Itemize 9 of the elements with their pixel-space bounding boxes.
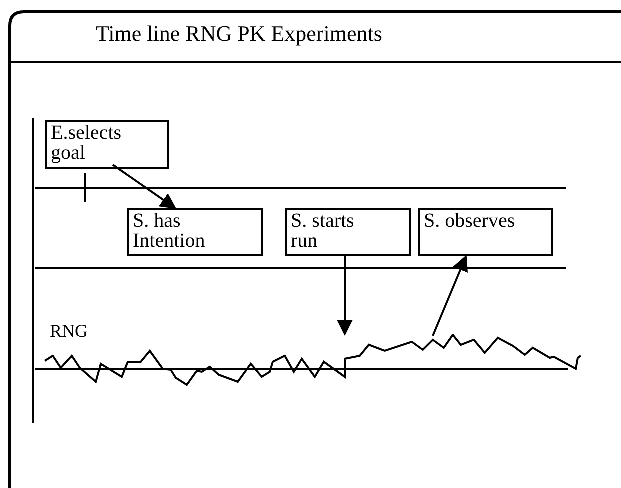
event-box: E.selects goal: [45, 120, 169, 169]
event-box: S. observes: [418, 208, 553, 256]
title: Time line RNG PK Experiments: [96, 22, 382, 46]
arrow: [432, 255, 468, 336]
event-box: S. has Intention: [127, 208, 263, 256]
trace-label: RNG: [50, 322, 88, 340]
event-box: S. starts run: [285, 208, 411, 256]
arrow: [337, 256, 353, 336]
arrow: [112, 164, 177, 210]
